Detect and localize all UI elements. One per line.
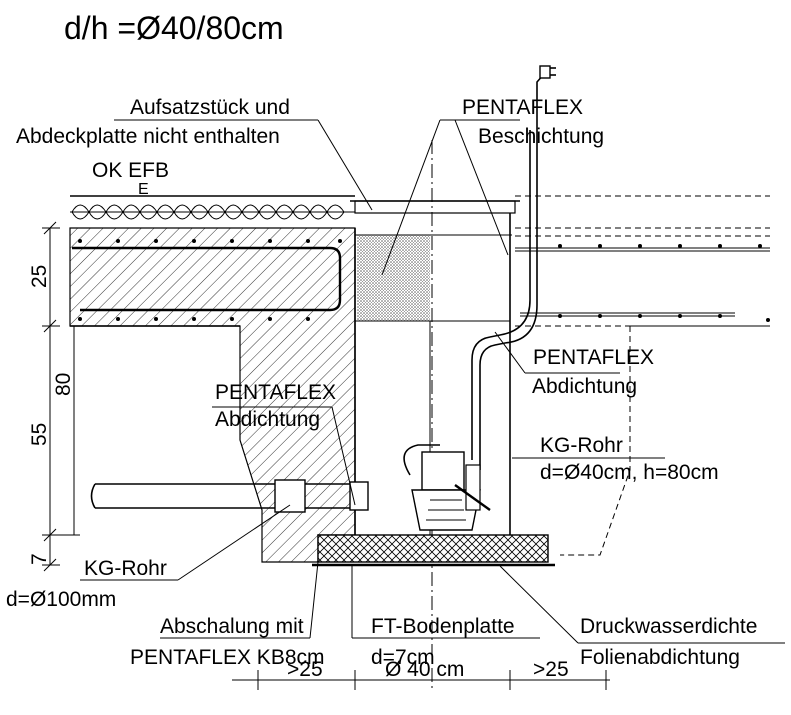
label-ok-e: E bbox=[138, 181, 149, 198]
dim-center: Ø 40 cm bbox=[385, 658, 464, 681]
power-cable bbox=[471, 65, 556, 470]
label-abdichtung-right-1: PENTAFLEX bbox=[533, 346, 654, 369]
label-kg-rohr-right-1: KG-Rohr bbox=[540, 434, 623, 457]
label-ok-efb: OK EFB bbox=[92, 159, 169, 182]
label-aufsatz-1: Aufsatzstück und bbox=[130, 96, 290, 119]
dim-25: 25 bbox=[28, 265, 51, 288]
seal-outline-dashed bbox=[560, 325, 770, 556]
label-aufsatz-2: Abdeckplatte nicht enthalten bbox=[16, 125, 280, 148]
submersible-pump-icon bbox=[403, 444, 491, 531]
label-kg-rohr-right-2: d=Ø40cm, h=80cm bbox=[540, 461, 719, 484]
dim-80: 80 bbox=[52, 373, 75, 396]
label-abdichtung-right-2: Abdichtung bbox=[532, 375, 637, 398]
label-ft-bodenplatte-1: FT-Bodenplatte bbox=[371, 615, 515, 638]
dim-left: >25 bbox=[287, 658, 323, 681]
label-abdichtung-left-1: PENTAFLEX bbox=[215, 381, 336, 404]
annotations: Aufsatzstück und Abdeckplatte nicht enth… bbox=[6, 96, 757, 669]
plug-icon bbox=[539, 65, 551, 79]
label-beschichtung-2: Beschichtung bbox=[478, 125, 604, 148]
vertical-dimensions bbox=[42, 221, 80, 572]
label-ft-bodenplatte-2: d=7cm bbox=[371, 646, 435, 669]
label-beschichtung-1: PENTAFLEX bbox=[462, 96, 583, 119]
label-kg-rohr-left-2: d=Ø100mm bbox=[6, 588, 116, 611]
label-druckwasser-1: Druckwasserdichte bbox=[580, 615, 757, 638]
floor-plate bbox=[317, 534, 549, 563]
label-druckwasser-2: Folienabdichtung bbox=[580, 646, 740, 669]
label-abschalung-2: PENTAFLEX KB8cm bbox=[130, 646, 325, 669]
bottom-dimensions bbox=[232, 670, 610, 690]
shaft bbox=[354, 140, 512, 690]
reinforcement bbox=[80, 246, 342, 312]
leader-lines bbox=[80, 119, 785, 644]
label-abdichtung-left-2: Abdichtung bbox=[215, 408, 320, 431]
label-kg-rohr-left-1: KG-Rohr bbox=[84, 557, 167, 580]
label-abschalung-1: Abschalung mit bbox=[160, 615, 304, 638]
dim-55: 55 bbox=[28, 423, 51, 446]
drawing-title: d/h =Ø40/80cm bbox=[64, 10, 284, 46]
dim-right: >25 bbox=[533, 658, 569, 681]
dim-7: 7 bbox=[28, 553, 51, 565]
